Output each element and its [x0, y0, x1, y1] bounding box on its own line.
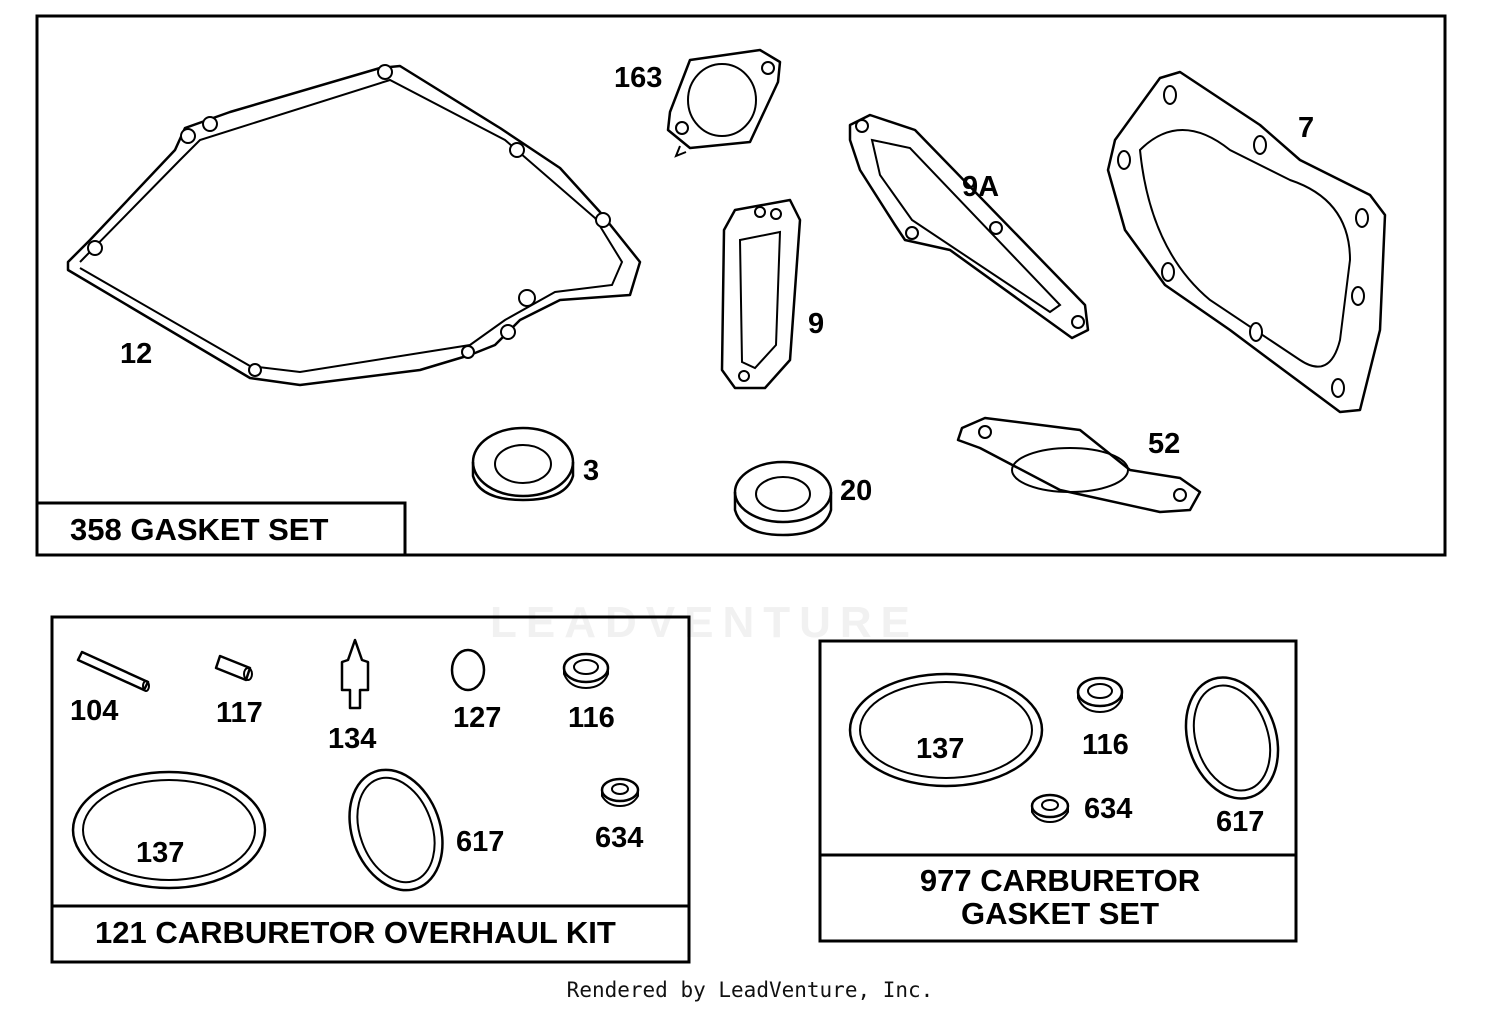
label-634-b: 634	[1084, 793, 1132, 825]
part-12-crankcase-gasket	[66, 64, 642, 387]
part-127-welch-plug	[450, 648, 486, 692]
gasket-set-title: 358 GASKET SET	[70, 512, 328, 547]
label-163: 163	[614, 62, 662, 94]
part-9a-gasket	[848, 113, 1090, 340]
carb-gasket-set-title-line1: 977 CARBURETOR	[920, 863, 1200, 898]
label-137: 137	[136, 837, 184, 869]
label-137-b: 137	[916, 733, 964, 765]
label-116: 116	[568, 702, 615, 734]
part-104-pin	[76, 650, 150, 692]
label-3: 3	[583, 455, 599, 487]
part-116-washer	[1076, 676, 1124, 714]
part-134-inlet-needle	[340, 638, 370, 710]
label-617-b: 617	[1216, 806, 1264, 838]
part-7-head-gasket	[1106, 70, 1387, 414]
part-52-gasket	[956, 416, 1202, 514]
part-617-gasket-ring	[348, 768, 444, 892]
label-7: 7	[1298, 112, 1314, 144]
label-52: 52	[1148, 428, 1180, 460]
label-127: 127	[453, 702, 501, 734]
part-117-pin	[214, 654, 253, 682]
label-12: 12	[120, 338, 152, 370]
label-634: 634	[595, 822, 643, 854]
label-9a: 9A	[962, 171, 999, 203]
watermark: LEADVENTURE	[490, 598, 920, 647]
part-137-o-ring	[71, 770, 267, 890]
part-116-washer	[562, 652, 610, 690]
footer-credit: Rendered by LeadVenture, Inc.	[566, 978, 934, 1002]
label-617: 617	[456, 826, 504, 858]
carb-gasket-set-panel: 977 CARBURETOR GASKET SET 137 116 634 61…	[818, 639, 1298, 943]
part-20-oil-seal	[733, 460, 833, 537]
label-104: 104	[70, 695, 118, 727]
carb-gasket-set-title-line2: GASKET SET	[961, 896, 1159, 931]
part-617-gasket-ring	[1184, 676, 1280, 800]
part-3-oil-seal	[471, 426, 575, 502]
overhaul-kit-panel: 121 CARBURETOR OVERHAUL KIT 104 117 134 …	[50, 615, 691, 964]
part-137-o-ring	[848, 672, 1044, 788]
label-9: 9	[808, 308, 824, 340]
overhaul-kit-title: 121 CARBURETOR OVERHAUL KIT	[95, 915, 616, 950]
part-634-washer	[600, 777, 640, 808]
gasket-set-panel: 358 GASKET SET 12 163	[35, 14, 1447, 557]
label-116-b: 116	[1082, 729, 1129, 761]
label-134: 134	[328, 723, 376, 755]
part-163-gasket	[666, 48, 782, 158]
part-9-gasket	[720, 198, 802, 390]
label-20: 20	[840, 475, 872, 507]
label-117: 117	[216, 697, 263, 729]
part-634-washer	[1030, 793, 1070, 824]
